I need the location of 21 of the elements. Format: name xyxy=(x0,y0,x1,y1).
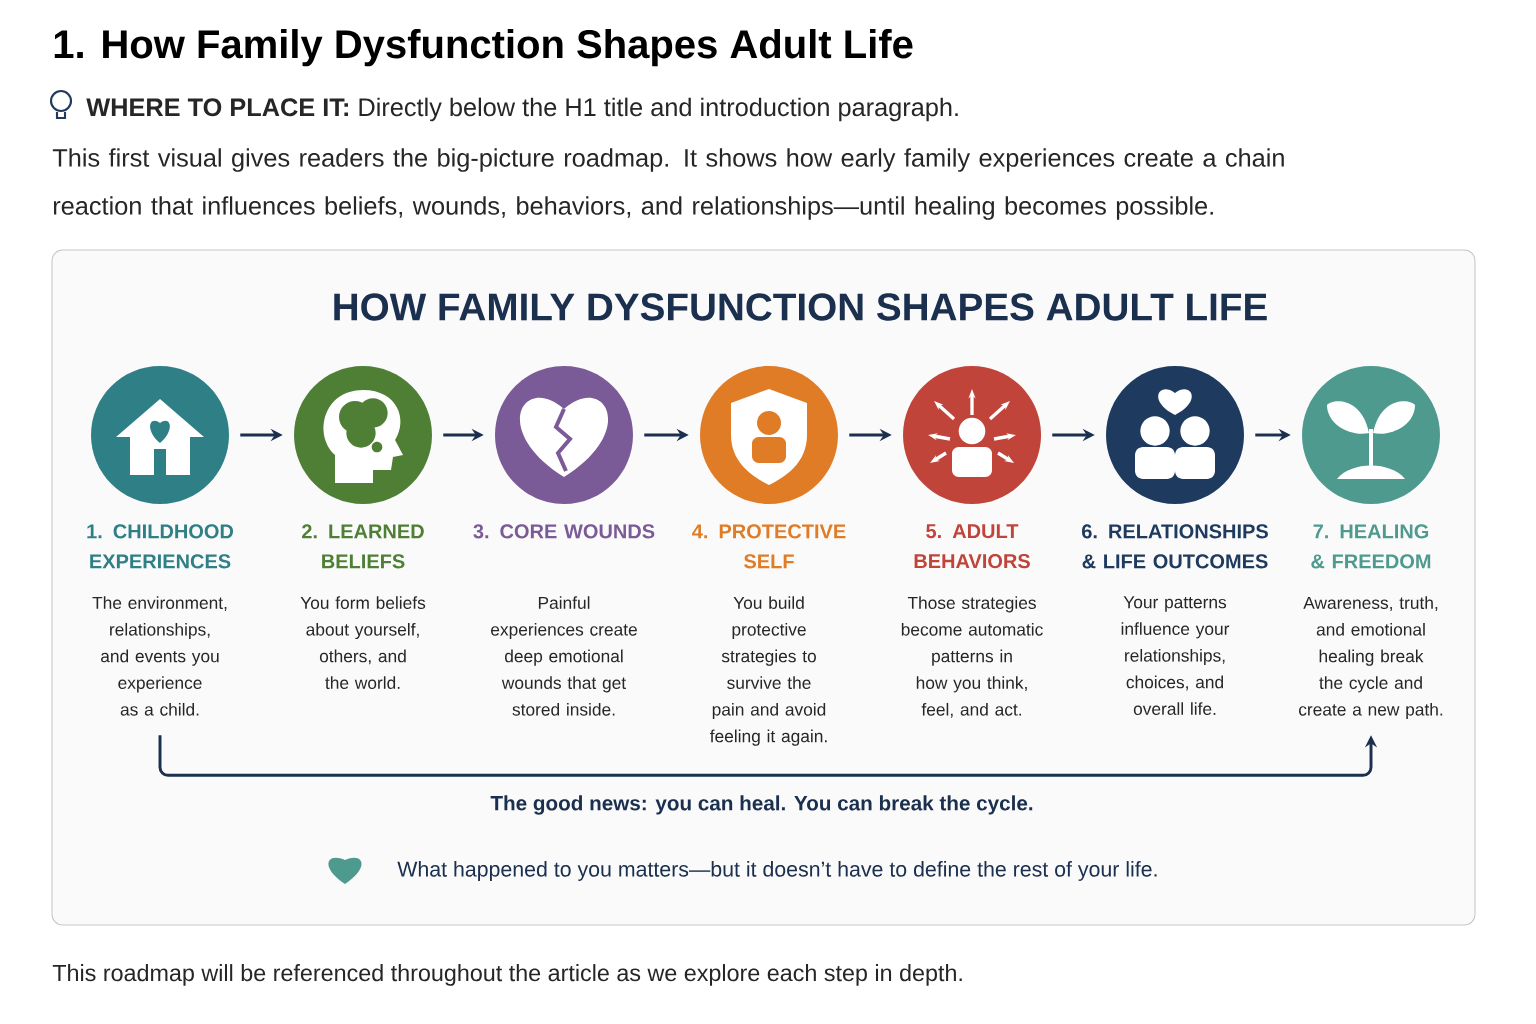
step-heading: 1. CHILDHOOD EXPERIENCES xyxy=(87,524,234,569)
step-heading: 3. CORE WOUNDS xyxy=(473,524,655,539)
message-box: What happened to you matters—but it doesn’t have to define the rest of your life. xyxy=(328,857,1157,884)
step-description: Your patterns influence your relationships, choices, and overall life. xyxy=(1121,596,1230,715)
intro-paragraph: This first visual gives readers the big-picture roadmap. It shows how early family experiences create a chain reaction that influences beliefs, wounds, behaviors, and relationships—until healing becomes possible. xyxy=(52,148,1284,220)
step-description: You form beliefs about yourself, others, and the world. xyxy=(300,596,426,689)
step-description: Painful experiences create deep emotional wounds that get stored inside. xyxy=(491,596,637,716)
step-heading: 2. LEARNED BELIEFS xyxy=(302,524,424,569)
step-description: You build protective strategies to survive the pain and avoid feeling it again. xyxy=(710,596,827,746)
step-heading: 7. HEALING & FREEDOM xyxy=(1311,524,1431,569)
placement-note: WHERE TO PLACE IT: Directly below the H1 title and introduction paragraph. xyxy=(86,97,958,122)
step-heading: 4. PROTECTIVE SELF xyxy=(692,524,846,569)
step-description: Those strategies become automatic patterns in how you think, feel, and act. xyxy=(901,596,1043,718)
closing-sentence: This roadmap will be referenced throughout the article as we explore each step in depth. xyxy=(52,964,962,986)
step-heading: 5. ADULT BEHAVIORS xyxy=(914,524,1030,569)
page-heading: 1. How Family Dysfunction Shapes Adult Life xyxy=(54,29,913,67)
step-description: Awareness, truth, and emotional healing break the cycle and create a new path. xyxy=(1299,596,1443,720)
step-description: The environment, relationships, and events you experience as a child. xyxy=(92,596,227,716)
good-news-text: The good news: you can heal. You can break the cycle. xyxy=(490,795,1033,815)
step-heading: 6. RELATIONSHIPS & LIFE OUTCOMES xyxy=(1082,524,1268,569)
panel-title: HOW FAMILY DYSFUNCTION SHAPES ADULT LIFE xyxy=(334,293,1267,321)
